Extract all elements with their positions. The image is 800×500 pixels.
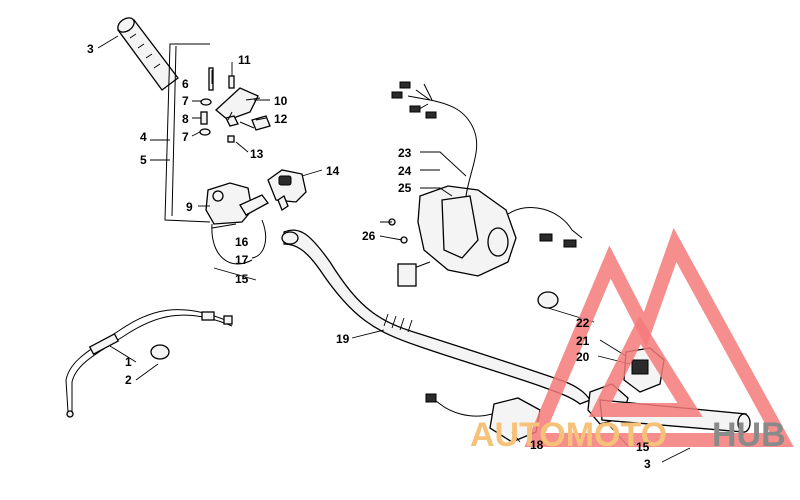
callout-12: 12 bbox=[274, 112, 288, 126]
callout-3-right-grip: 3 bbox=[644, 457, 651, 471]
callout-7-lower: 7 bbox=[182, 130, 189, 144]
callout-26: 26 bbox=[362, 229, 376, 243]
callout-7-upper: 7 bbox=[182, 94, 189, 108]
callout-23: 23 bbox=[398, 146, 412, 160]
callout-13: 13 bbox=[250, 147, 264, 161]
switch-housing bbox=[267, 169, 307, 211]
callout-8: 8 bbox=[182, 112, 189, 126]
left-grip bbox=[117, 17, 179, 91]
automotohub-watermark: AUTOMOTO HUB bbox=[470, 227, 794, 454]
callout-22: 22 bbox=[576, 316, 590, 330]
callout-15-right: 15 bbox=[636, 440, 650, 454]
watermark-text-automoto: AUTOMOTO bbox=[470, 416, 667, 454]
watermark-triangle-logo bbox=[524, 227, 794, 447]
callout-16: 16 bbox=[235, 235, 249, 249]
callout-18: 18 bbox=[530, 438, 544, 452]
callout-24: 24 bbox=[398, 164, 412, 178]
callout-14: 14 bbox=[326, 164, 340, 178]
callout-21: 21 bbox=[576, 334, 590, 348]
throttle-housing bbox=[205, 182, 269, 265]
callout-6: 6 bbox=[182, 77, 189, 91]
callout-11: 11 bbox=[238, 53, 251, 67]
callout-10: 10 bbox=[274, 94, 288, 108]
callout-3-left-grip: 3 bbox=[87, 42, 94, 56]
callout-25: 25 bbox=[398, 181, 412, 195]
throttle-lever-assembly bbox=[199, 67, 271, 143]
callout-labels: 3 11 6 7 10 8 12 4 7 13 5 14 9 16 17 15 … bbox=[87, 42, 651, 471]
callout-20: 20 bbox=[576, 350, 590, 364]
callout-9: 9 bbox=[186, 200, 193, 214]
callout-17: 17 bbox=[235, 253, 249, 267]
right-control-pod bbox=[388, 81, 583, 287]
assembly-bracket bbox=[164, 43, 211, 223]
callout-4: 4 bbox=[140, 130, 147, 144]
callout-15-left: 15 bbox=[235, 272, 249, 286]
callout-5: 5 bbox=[140, 153, 147, 167]
callout-1: 1 bbox=[125, 355, 132, 369]
callout-19: 19 bbox=[336, 332, 350, 346]
watermark-text-hub: HUB bbox=[712, 416, 786, 454]
throttle-cable bbox=[65, 309, 233, 418]
callout-2: 2 bbox=[125, 373, 132, 387]
leader-lines bbox=[97, 35, 691, 463]
